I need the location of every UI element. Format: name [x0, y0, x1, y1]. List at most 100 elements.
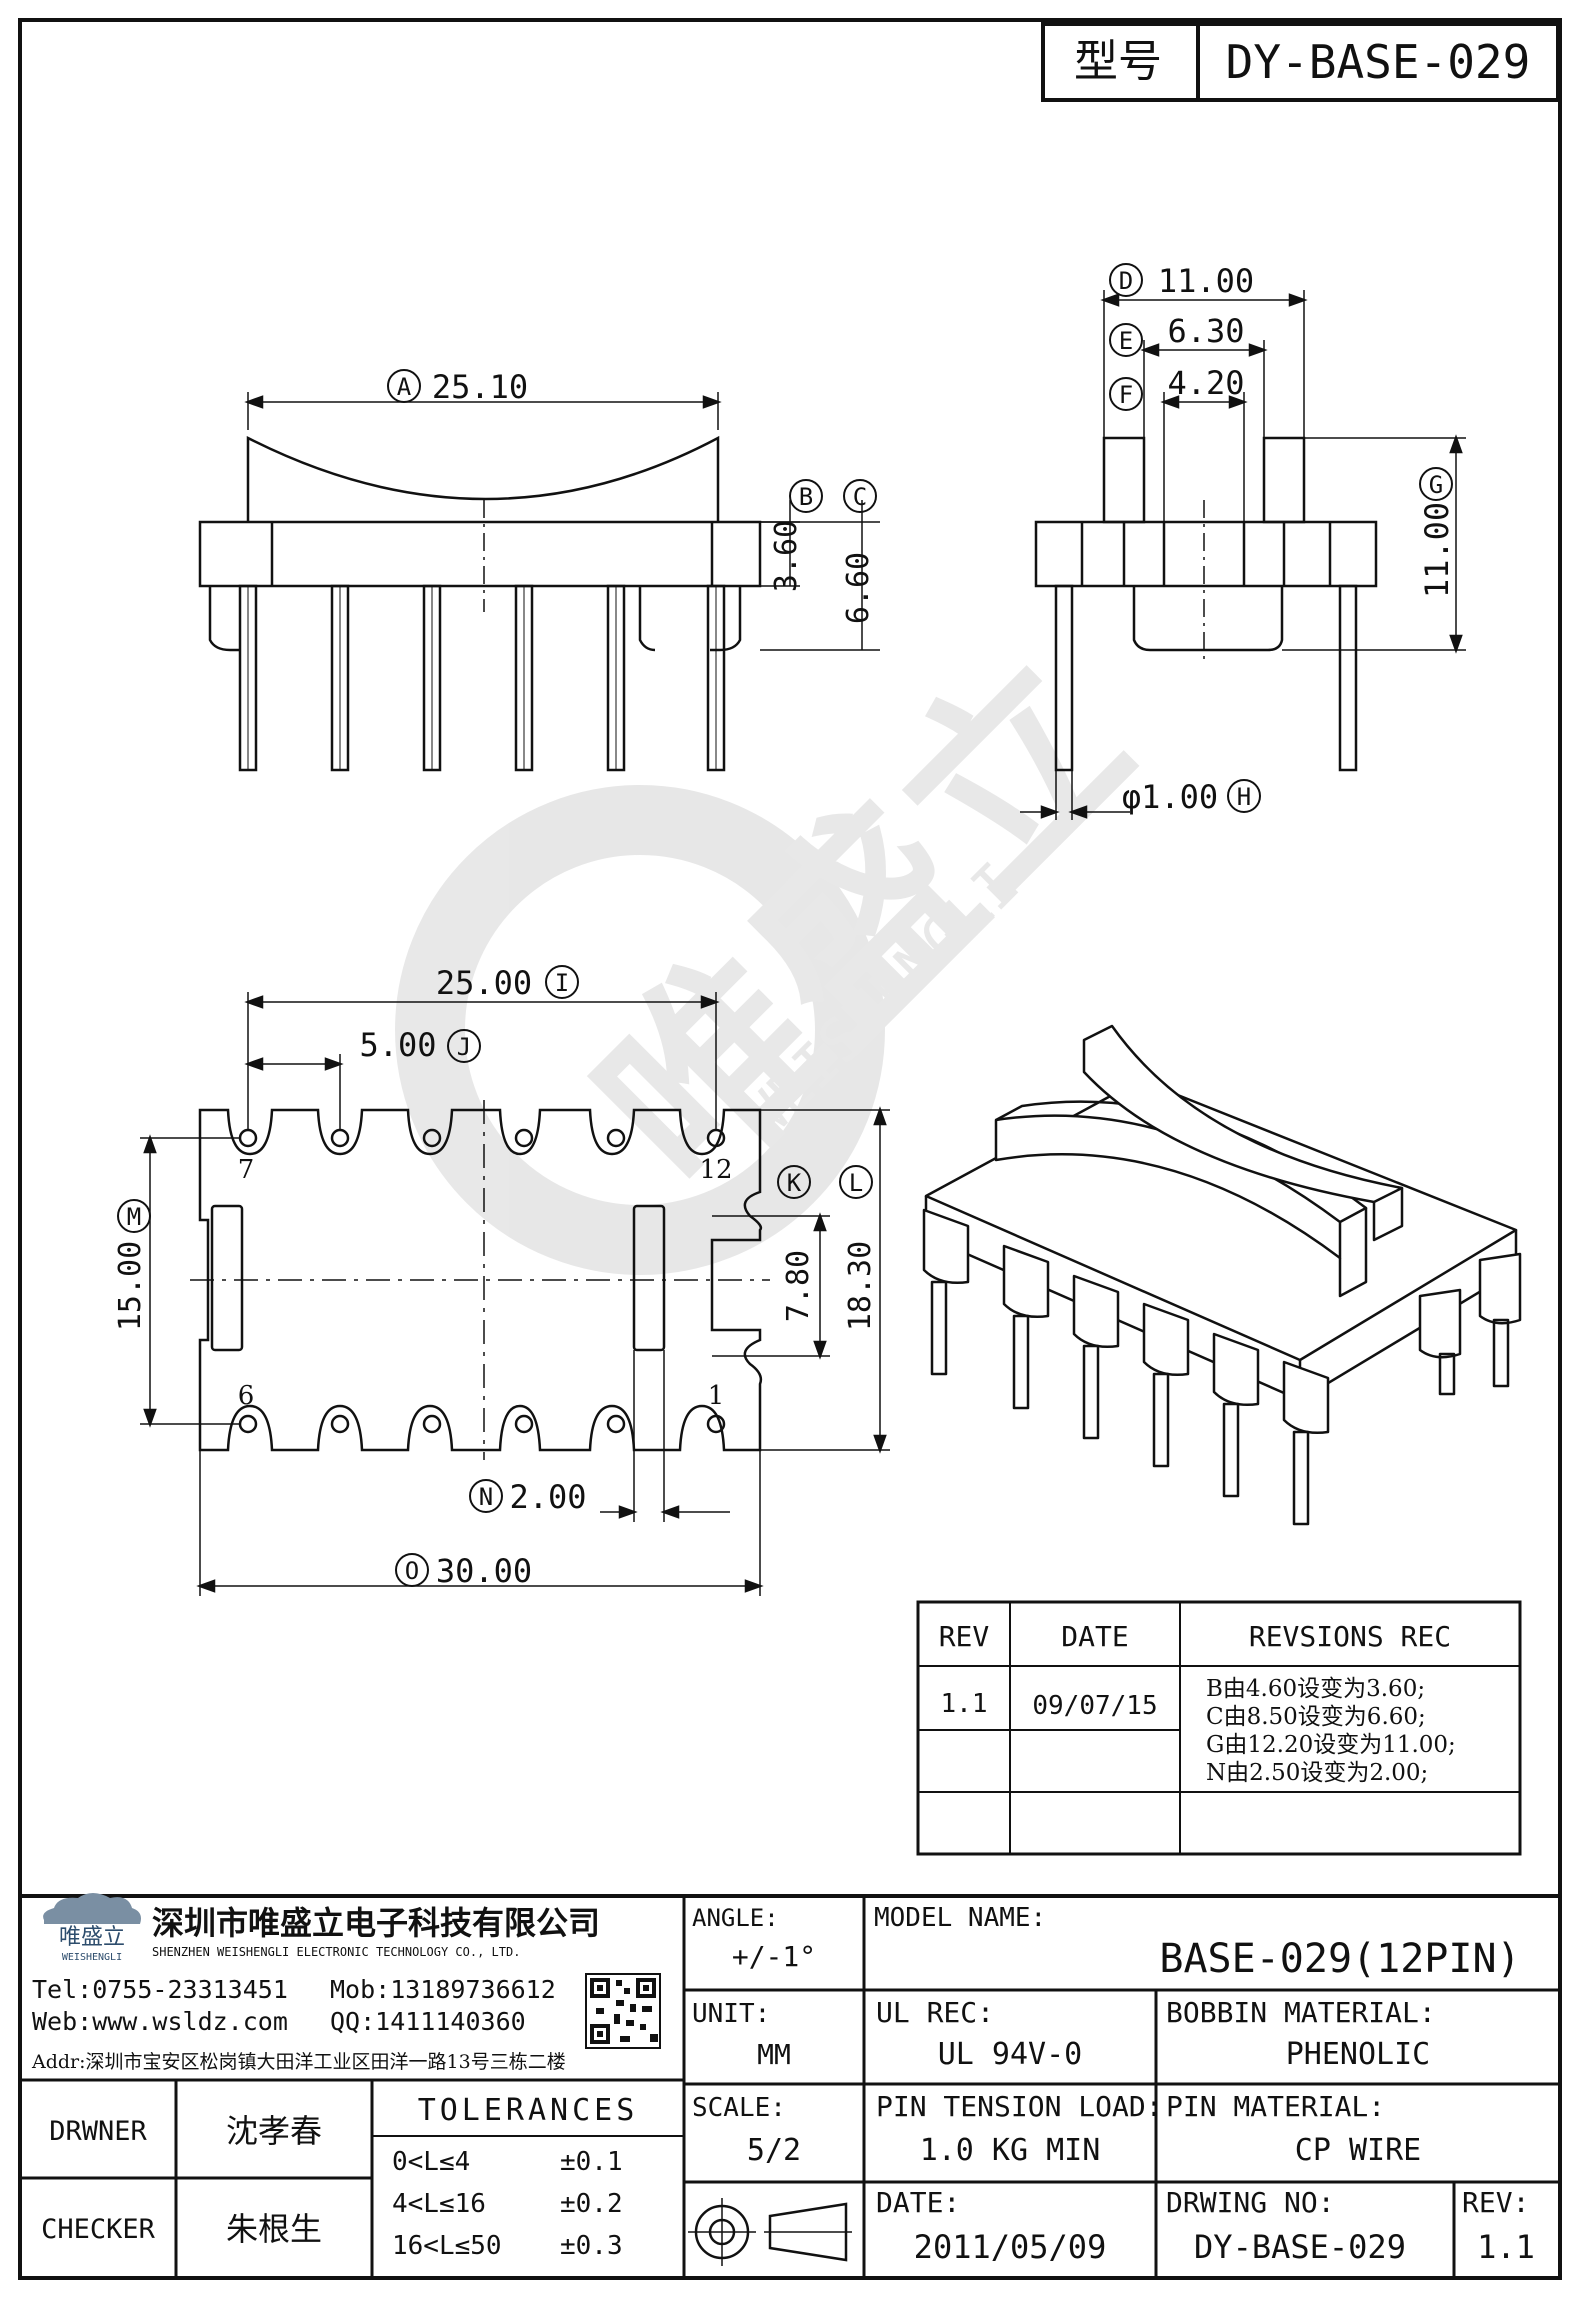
top-view [140, 992, 890, 1596]
angle-value: +/-1° [732, 1940, 816, 1973]
dim-B: B 3.60 [769, 479, 823, 592]
model-name-label: MODEL NAME: [874, 1903, 1046, 1933]
svg-text:3.60: 3.60 [769, 520, 804, 592]
side-view [1020, 290, 1466, 820]
rev-header-rev: REV [939, 1620, 990, 1653]
bobbin-material-label: BOBBIN MATERIAL: [1166, 1996, 1436, 2029]
company-info: 深圳市唯盛立电子科技有限公司 SHENZHEN WEISHENGLI ELECT… [31, 1904, 600, 2073]
revision-table: REV DATE REVSIONS REC 1.1 09/07/15 B由4.6… [916, 1600, 1522, 1856]
title-block [20, 1894, 1560, 2278]
tol-value-3: ±0.3 [560, 2231, 623, 2261]
checker-name: 朱根生 [226, 2210, 322, 2248]
unit-label: UNIT: [692, 1999, 770, 2029]
tol-range-2: 4<L≤16 [392, 2189, 486, 2219]
front-view [198, 392, 880, 772]
svg-text:B: B [799, 483, 813, 511]
company-name-cn: 深圳市唯盛立电子科技有限公司 [152, 1904, 600, 1942]
drawing-no-label: DRWING NO: [1166, 2186, 1335, 2219]
svg-text:I: I [555, 969, 569, 997]
svg-text:M: M [127, 1203, 141, 1231]
svg-text:6.60: 6.60 [841, 552, 876, 624]
isometric-view [922, 1024, 1522, 1526]
model-box: 型号 DY-BASE-029 [1041, 22, 1560, 102]
svg-text:D: D [1119, 267, 1133, 295]
checker-label: CHECKER [41, 2214, 156, 2245]
svg-text:7.80: 7.80 [781, 1250, 816, 1322]
pin-number-1: 1 [708, 1381, 725, 1411]
scale-label: SCALE: [692, 2093, 786, 2123]
company-logo-sub: WEISHENGLI [62, 1952, 122, 1963]
model-box-label: 型号 [1074, 36, 1162, 87]
dim-E: E 6.30 [1109, 312, 1245, 357]
svg-text:25.00: 25.00 [436, 964, 532, 1002]
svg-text:L: L [849, 1169, 863, 1197]
pin-holes [238, 1128, 726, 1434]
svg-text:25.10: 25.10 [432, 368, 528, 406]
drawing-no-value: DY-BASE-029 [1194, 2228, 1406, 2266]
svg-text:G: G [1429, 471, 1443, 499]
company-tel: Tel:0755-23313451 [32, 1975, 288, 2004]
rev-row-date: 09/07/15 [1032, 1691, 1157, 1721]
svg-text:E: E [1119, 327, 1133, 355]
dim-D: D 11.00 [1109, 262, 1254, 300]
model-box-value: DY-BASE-029 [1226, 35, 1531, 89]
iso-front-pins [922, 1208, 1330, 1526]
pin-numbers: 7 12 6 1 [238, 1155, 733, 1411]
qr-code [585, 1973, 661, 2049]
slot-right [632, 1204, 666, 1352]
pin-material-value: CP WIRE [1295, 2133, 1421, 2168]
pin-number-7: 7 [238, 1155, 255, 1185]
front-flange [198, 520, 762, 588]
dim-H: φ1.00 H [1122, 778, 1261, 816]
company-mob: Mob:13189736612 [330, 1975, 556, 2004]
pin-number-12: 12 [699, 1155, 732, 1185]
company-qq: QQ:1411140360 [330, 2007, 526, 2036]
unit-value: MM [757, 2038, 791, 2071]
angle-label: ANGLE: [692, 1904, 779, 1932]
pin-tension-label: PIN TENSION LOAD: [876, 2090, 1163, 2123]
svg-text:18.30: 18.30 [843, 1241, 878, 1331]
rev-note-1: B由4.60设变为3.60; [1206, 1676, 1425, 1702]
slot-left [210, 1204, 244, 1352]
tol-range-1: 0<L≤4 [392, 2147, 470, 2177]
dim-A: A 25.10 [387, 368, 528, 406]
tol-range-3: 16<L≤50 [392, 2231, 502, 2261]
svg-text:O: O [405, 1557, 419, 1585]
date-label: DATE: [876, 2186, 960, 2219]
svg-text:30.00: 30.00 [436, 1552, 532, 1590]
rev-label: REV: [1462, 2186, 1529, 2219]
svg-text:A: A [397, 373, 412, 401]
svg-text:15.00: 15.00 [113, 1241, 148, 1331]
front-pins [238, 584, 726, 772]
dim-G: G 11.00 [1418, 467, 1456, 598]
company-logo-text: 唯盛立 [59, 1925, 125, 1950]
svg-text:5.00: 5.00 [359, 1026, 436, 1064]
dim-J: 5.00 J [359, 1026, 481, 1064]
svg-text:N: N [479, 1483, 493, 1511]
dim-K: K 7.80 [777, 1165, 816, 1322]
front-curved-wall [246, 435, 720, 522]
date-value: 2011/05/09 [914, 2228, 1107, 2266]
company-logo: 唯盛立 WEISHENGLI [43, 1893, 141, 1963]
top-outline [198, 1108, 763, 1452]
drawer-name: 沈孝春 [226, 2112, 322, 2150]
pin-tension-value: 1.0 KG MIN [920, 2133, 1101, 2168]
svg-text:11.00: 11.00 [1158, 262, 1254, 300]
dim-M: M 15.00 [113, 1199, 151, 1331]
svg-text:C: C [853, 483, 867, 511]
dim-C: C 6.60 [841, 479, 877, 624]
svg-text:H: H [1237, 783, 1251, 811]
rev-note-3: G由12.20设变为11.00; [1206, 1732, 1456, 1758]
tol-value-1: ±0.1 [560, 2147, 623, 2177]
svg-text:4.20: 4.20 [1167, 364, 1244, 402]
drawer-label: DRWNER [49, 2116, 147, 2147]
bobbin-material-value: PHENOLIC [1286, 2037, 1431, 2072]
svg-text:J: J [457, 1033, 471, 1061]
company-web: Web:www.wsldz.com [32, 2007, 288, 2036]
pin-number-6: 6 [238, 1381, 255, 1411]
svg-text:K: K [787, 1169, 802, 1197]
rev-value: 1.1 [1477, 2228, 1535, 2266]
dim-L: L 18.30 [839, 1165, 878, 1331]
svg-text:2.00: 2.00 [509, 1478, 586, 1516]
dim-N: N 2.00 [469, 1478, 587, 1516]
